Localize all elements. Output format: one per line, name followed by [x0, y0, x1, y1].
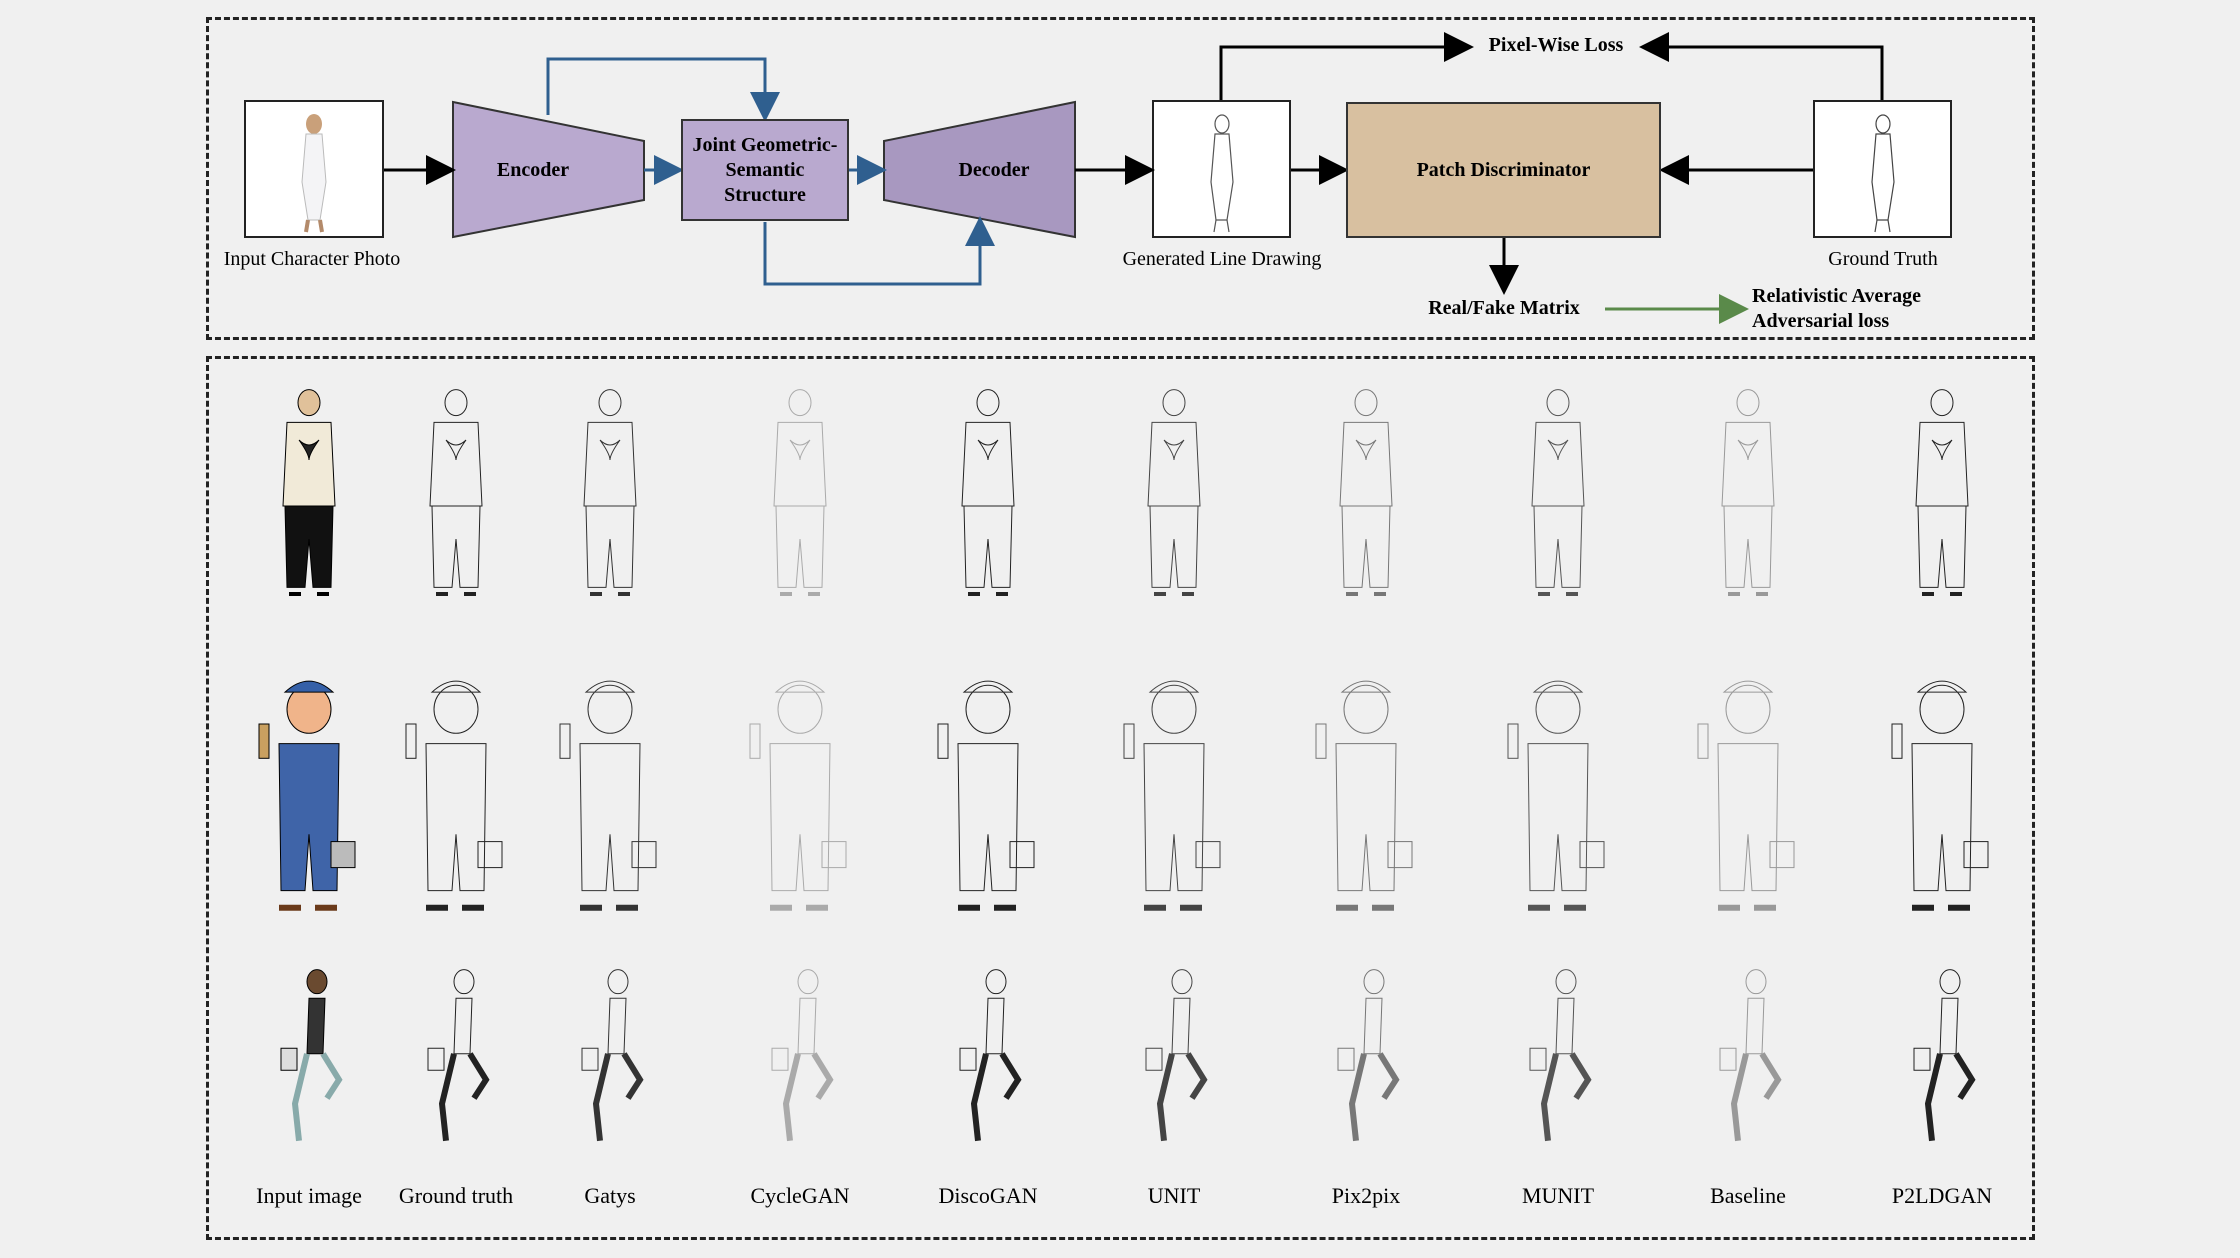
dancing-woman-gatys-image: [581, 969, 644, 1142]
structure-line-2: Semantic: [725, 158, 805, 181]
painter-character-ground-truth-image: [405, 680, 503, 911]
adv-loss-line-1: Relativistic Average: [1752, 285, 1922, 307]
column-label-ground-truth: Ground truth: [398, 1183, 514, 1208]
input-caption: Input Character Photo: [223, 248, 401, 270]
dancing-woman-unit-image: [1145, 969, 1208, 1142]
ground-truth-caption: Ground Truth: [1828, 248, 1938, 270]
painter-character-unit-image: [1123, 680, 1221, 911]
input-photo: [244, 100, 384, 238]
dancing-woman-p2ldgan-image: [1913, 969, 1976, 1142]
painter-character-munit-image: [1507, 680, 1605, 911]
architecture-panel: [206, 17, 2035, 340]
structure-line-1: Joint Geometric-: [692, 133, 838, 156]
fashion-character-discogan-image: [961, 389, 1015, 596]
fashion-character-munit-image: [1531, 389, 1585, 596]
adv-loss-line-2: Adversarial loss: [1752, 310, 1890, 332]
fashion-character-cyclegan-image: [773, 389, 827, 596]
column-label-p2ldgan: P2LDGAN: [1891, 1183, 1993, 1208]
column-label-unit: UNIT: [1147, 1183, 1201, 1208]
dancing-woman-pix2pix-image: [1337, 969, 1400, 1142]
dancing-woman-ground-truth-image: [427, 969, 490, 1142]
column-label-munit: MUNIT: [1521, 1183, 1595, 1208]
fashion-character-gatys-image: [583, 389, 637, 596]
dancing-woman-munit-image: [1529, 969, 1592, 1142]
real-fake-matrix-label: Real/Fake Matrix: [1428, 297, 1580, 319]
fashion-character-pix2pix-image: [1339, 389, 1393, 596]
decoder-label: Decoder: [958, 158, 1030, 181]
painter-character-p2ldgan-image: [1891, 680, 1989, 911]
pixel-wise-loss-label: Pixel-Wise Loss: [1488, 34, 1624, 56]
architecture-connectors: [384, 32, 1884, 324]
fashion-character-p2ldgan-image: [1915, 389, 1969, 596]
generated-caption: Generated Line Drawing: [1122, 248, 1322, 270]
painter-character-baseline-image: [1697, 680, 1795, 911]
dancing-woman-input-image-image: [280, 969, 343, 1142]
column-label-cyclegan: CycleGAN: [750, 1183, 850, 1208]
column-label-discogan: DiscoGAN: [938, 1183, 1038, 1208]
dancing-woman-baseline-image: [1719, 969, 1782, 1142]
fashion-character-unit-image: [1147, 389, 1201, 596]
generated-line-drawing: [1152, 100, 1291, 238]
adversarial-loss-label: Relativistic Average Adversarial loss: [1752, 284, 1921, 334]
fashion-character-ground-truth-image: [429, 389, 483, 596]
painter-character-discogan-image: [937, 680, 1035, 911]
painter-character-input-image-image: [258, 680, 356, 911]
encoder-label: Encoder: [496, 158, 570, 181]
structure-line-3: Structure: [724, 183, 806, 206]
painter-character-cyclegan-image: [749, 680, 847, 911]
patch-discriminator-block: Patch Discriminator: [1346, 102, 1661, 238]
joint-structure-block: Joint Geometric- Semantic Structure: [681, 119, 849, 221]
painter-character-gatys-image: [559, 680, 657, 911]
comparison-panel: [206, 356, 2035, 1240]
ground-truth-image: [1813, 100, 1952, 238]
column-label-input-image: Input image: [256, 1183, 362, 1208]
dancing-woman-cyclegan-image: [771, 969, 834, 1142]
column-label-gatys: Gatys: [584, 1183, 636, 1208]
column-label-pix2pix: Pix2pix: [1331, 1183, 1401, 1208]
fashion-character-baseline-image: [1721, 389, 1775, 596]
fashion-character-input-image-image: [282, 389, 336, 596]
dancing-woman-discogan-image: [959, 969, 1022, 1142]
column-label-baseline: Baseline: [1710, 1183, 1786, 1208]
painter-character-pix2pix-image: [1315, 680, 1413, 911]
encoder-block: [452, 100, 645, 239]
